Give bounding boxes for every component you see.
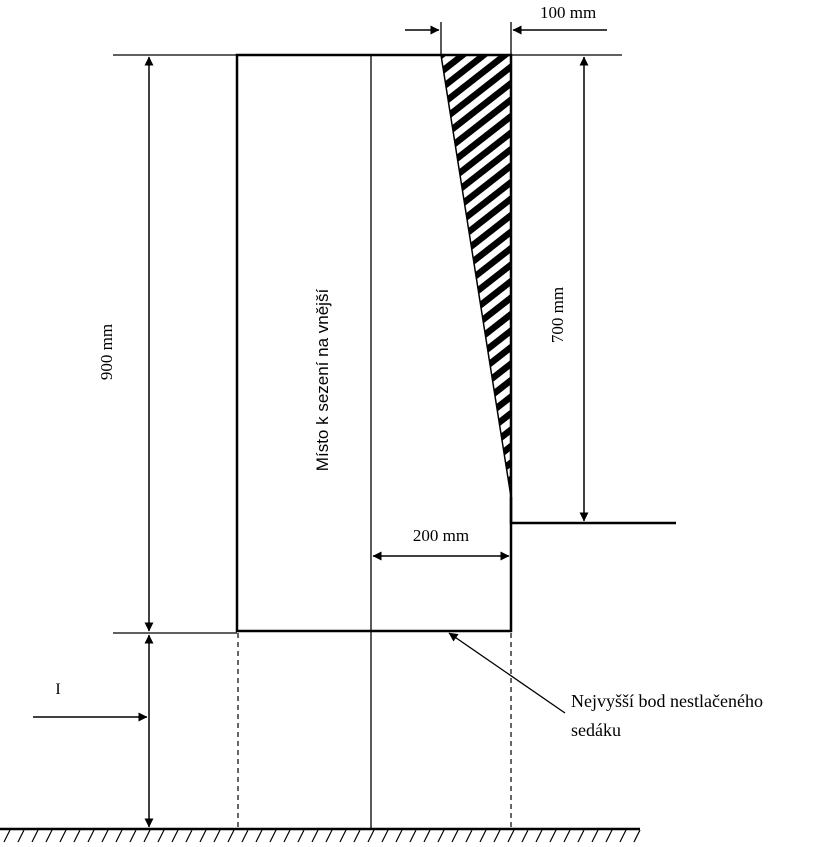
ground-hatch-tick [255,829,263,843]
ground-hatch-tick [143,829,151,843]
ground-hatch-tick [395,829,403,843]
ground-hatch-tick [115,829,123,843]
ground-hatch-tick [535,829,543,843]
ground-hatch-tick [101,829,109,843]
ground-hatch-tick [213,829,221,843]
note-line-2: sedáku [571,720,621,740]
ground-hatch-tick [283,829,291,843]
ground-hatch-tick [3,829,11,843]
ground-hatch-tick [507,829,515,843]
ground-hatch-tick [241,829,249,843]
ground-hatch-tick [59,829,67,843]
ground-hatch-tick [367,829,375,843]
ground-hatch-tick [633,829,641,843]
ground-hatch-tick [605,829,613,843]
ground-hatch-tick [227,829,235,843]
ground-hatch-tick [31,829,39,843]
ground [0,827,641,843]
ground-hatch-tick [297,829,305,843]
extension-lines [113,22,622,634]
support-dashed-lines [237,633,512,829]
ground-hatch-tick [619,829,627,843]
indicator-label: I [55,681,60,698]
ground-hatch-tick [437,829,445,843]
ground-hatch-tick [129,829,137,843]
ground-hatch-tick [591,829,599,843]
ground-hatch-tick [493,829,501,843]
backrest-step [509,497,676,525]
ground-hatch-tick [381,829,389,843]
ground-hatch-tick [549,829,557,843]
ground-hatch-tick [171,829,179,843]
ground-hatch-tick [73,829,81,843]
ground-hatch-tick [409,829,417,843]
dim-900-label: 900 mm [97,324,116,380]
ground-hatch-tick [45,829,53,843]
leader-arrow [448,632,566,714]
note-line-1: Nejvyšší bod nestlačeného [571,691,763,711]
ground-hatch-tick [157,829,165,843]
ground-hatch-tick [17,829,25,843]
ground-hatch-tick [185,829,193,843]
ground-hatch-tick [325,829,333,843]
dim-100-label: 100 mm [540,3,596,22]
ground-hatch-tick [423,829,431,843]
ground-hatch-tick [479,829,487,843]
ground-hatch-tick [521,829,529,843]
ground-hatch-tick [269,829,277,843]
ground-hatch-tick [577,829,585,843]
dim-200-label: 200 mm [413,526,469,545]
ground-hatch-tick [353,829,361,843]
dim-700-label: 700 mm [548,287,567,343]
ground-hatch-tick [87,829,95,843]
ground-hatch-tick [465,829,473,843]
hatched-wedge [440,54,512,498]
ground-hatch-tick [311,829,319,843]
seat-area-label: Místo k sezení na vnější [313,289,332,472]
ground-hatch-tick [199,829,207,843]
ground-hatch-tick [451,829,459,843]
ground-hatch-tick [339,829,347,843]
ground-hatch-tick [563,829,571,843]
